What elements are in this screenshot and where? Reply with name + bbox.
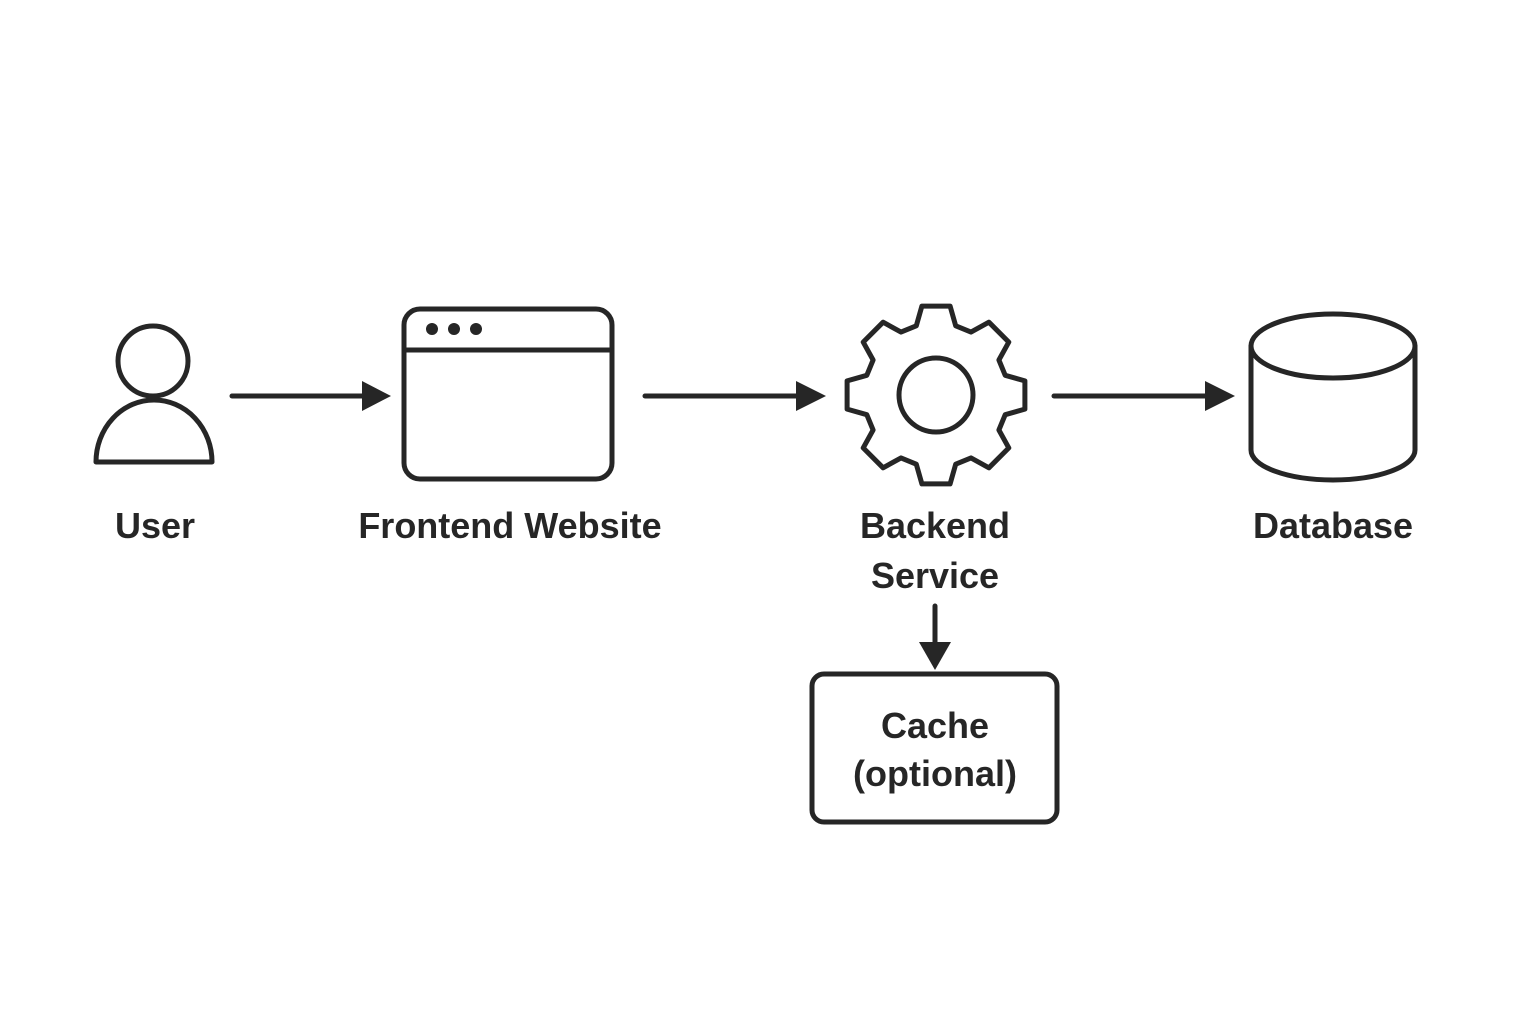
arrow-frontend-to-backend: [642, 381, 826, 411]
frontend-label: Frontend Website: [358, 505, 661, 546]
cache-label-line2: (optional): [853, 753, 1017, 794]
user-node: User: [93, 323, 215, 546]
browser-window-icon: [401, 306, 615, 482]
arrow-backend-to-cache: [919, 603, 951, 670]
arrow-backend-to-database: [1051, 381, 1235, 411]
cache-node: Cache (optional): [809, 671, 1060, 825]
gear-outline: [844, 303, 1028, 487]
cache-label-line1: Cache: [881, 705, 989, 746]
window-dot-icon: [426, 323, 438, 335]
gear-icon: [844, 303, 1028, 487]
database-icon: [1248, 311, 1418, 483]
user-icon: [93, 323, 215, 465]
window-dot-icon: [470, 323, 482, 335]
frontend-node: Frontend Website: [358, 306, 662, 546]
backend-node: Backend Service: [844, 303, 1028, 596]
database-label: Database: [1253, 505, 1413, 546]
arrow-user-to-frontend: [229, 381, 391, 411]
window-dot-icon: [448, 323, 460, 335]
database-node: Database: [1248, 311, 1418, 546]
backend-label-line2: Service: [871, 555, 999, 596]
backend-label-line1: Backend: [860, 505, 1010, 546]
cache-box: [809, 671, 1060, 825]
user-label: User: [115, 505, 195, 546]
